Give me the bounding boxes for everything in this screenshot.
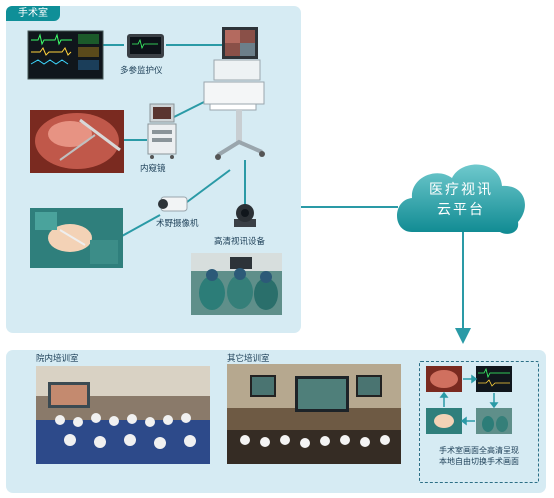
internal-training-label: 院内培训室	[36, 354, 79, 364]
operating-room-photo	[191, 253, 282, 315]
cloud-line-2: 云平台	[437, 202, 485, 218]
endoscope-tower	[147, 103, 177, 159]
switch-thumbnails	[426, 366, 512, 434]
video-device-label: 高清视讯设备	[214, 237, 266, 247]
cloud-line-1: 医疗视讯	[429, 182, 493, 198]
operating-room-title: 手术室	[6, 6, 60, 21]
internal-training-photo	[36, 366, 210, 464]
other-training-photo	[227, 364, 401, 464]
switch-arrows	[439, 374, 499, 426]
caption-line-2: 本地自由切换手术画面	[439, 457, 519, 466]
ptz-camera	[234, 204, 256, 227]
surgical-field-photo	[30, 208, 123, 268]
monitor-label: 多参监护仪	[120, 66, 163, 76]
video-cart	[203, 27, 265, 160]
endoscope-label: 内窥镜	[140, 164, 166, 174]
cloud-shape	[397, 164, 525, 234]
switching-caption: 手术室画面全高清呈现 本地自由切换手术画面	[420, 445, 538, 467]
monitor-device	[127, 34, 164, 58]
caption-line-1: 手术室画面全高清呈现	[439, 446, 519, 455]
other-training-label: 其它培训室	[227, 354, 270, 364]
endoscope-photo	[30, 110, 124, 173]
cloud-platform-label: 医疗视讯 云平台	[402, 180, 520, 220]
field-camera-label: 术野摄像机	[156, 219, 199, 229]
field-camera	[158, 196, 188, 212]
switching-box	[419, 361, 539, 483]
connector-lines	[102, 44, 471, 344]
patient-monitor-screen	[27, 30, 104, 80]
